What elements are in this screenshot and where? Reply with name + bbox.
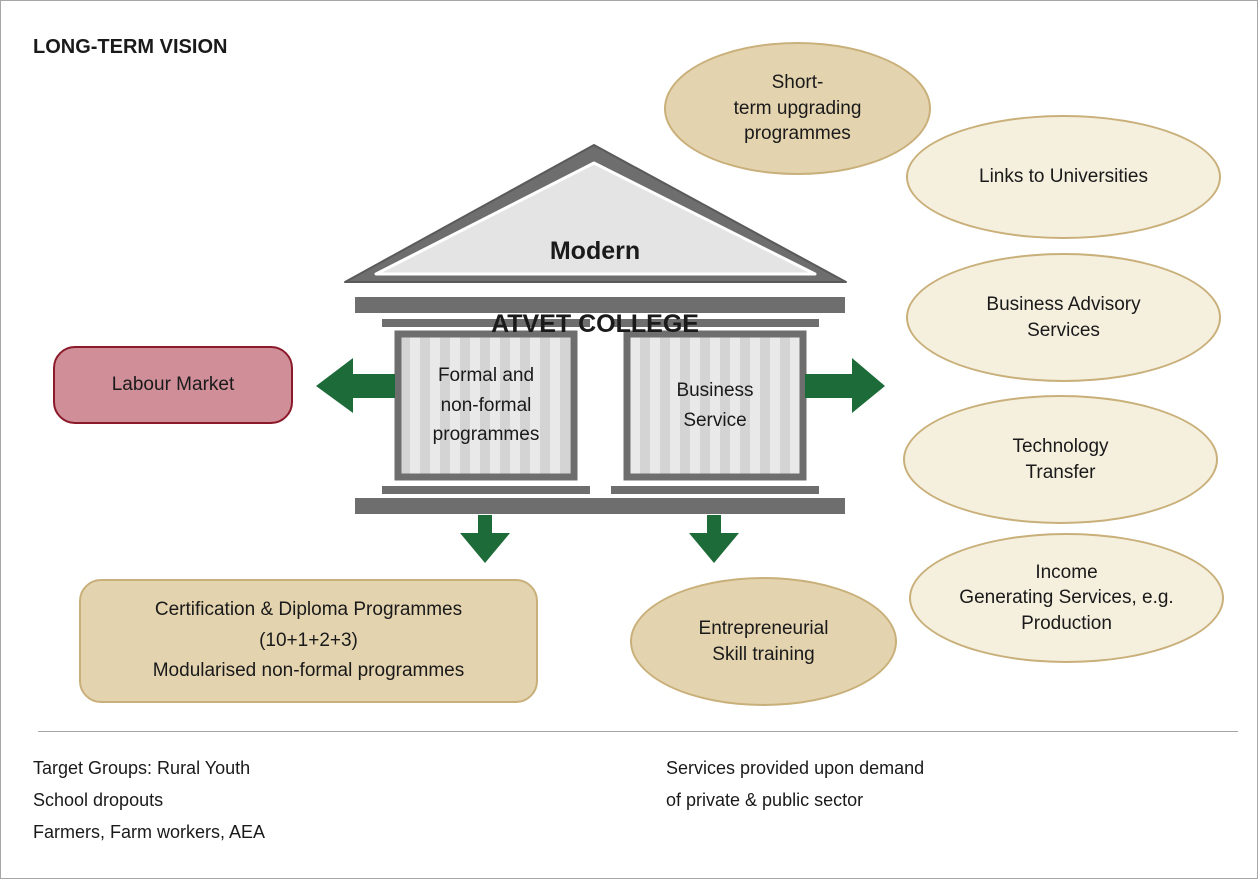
services-note-line: of private & public sector: [666, 790, 864, 810]
technology-transfer-ellipse: Technology Transfer: [903, 395, 1218, 524]
labour-market-box: Labour Market: [53, 346, 293, 424]
services-note: Services provided upon demand of private…: [666, 752, 924, 816]
target-groups-line: Farmers, Farm workers, AEA: [33, 822, 266, 842]
building-foundation: [355, 498, 845, 514]
column-right: [623, 330, 807, 481]
business-advisory-ellipse: Business Advisory Services: [906, 253, 1221, 382]
certification-box: Certification & Diploma Programmes (10+1…: [79, 579, 538, 703]
column-left-label: Formal and non-formal programmes: [432, 365, 540, 446]
column-left: [394, 330, 578, 481]
building-title-line2: ATVET COLLEGE: [491, 309, 699, 338]
building-beam: [355, 297, 845, 313]
building-capital-left: [382, 319, 590, 327]
building-title: Modern ATVET COLLEGE: [470, 197, 720, 378]
entrepreneurial-ellipse: Entrepreneurial Skill training: [630, 577, 897, 706]
arrow-right: [805, 358, 885, 413]
diagram-title: LONG-TERM VISION: [33, 36, 228, 58]
short-term-ellipse: Short- term upgrading programmes: [664, 42, 931, 175]
building-base-right: [611, 486, 819, 494]
divider-line: [38, 731, 1238, 732]
target-groups-line: School dropouts: [33, 790, 164, 810]
building-roof-inner: [374, 161, 817, 276]
building-capital-right: [611, 319, 819, 327]
building-base-left: [382, 486, 590, 494]
column-right-label: Business Service: [676, 380, 754, 431]
building-title-line1: Modern: [549, 237, 641, 266]
target-groups: Target Groups: Rural Youth School dropou…: [33, 752, 265, 848]
target-groups-line: Target Groups: Rural Youth: [33, 758, 251, 778]
services-note-line: Services provided upon demand: [666, 758, 925, 778]
universities-ellipse: Links to Universities: [906, 115, 1221, 239]
arrow-left: [316, 358, 395, 413]
arrow-down-right: [689, 515, 739, 563]
arrow-down-left: [460, 515, 510, 563]
income-generating-ellipse: Income Generating Services, e.g. Product…: [909, 533, 1224, 663]
